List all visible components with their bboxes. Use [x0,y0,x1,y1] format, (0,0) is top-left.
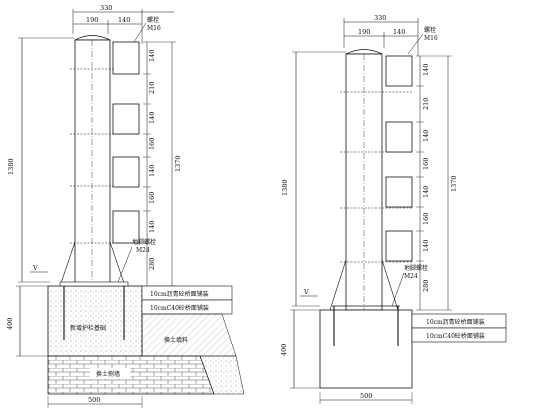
left-bolt-label: 螺栓 [147,16,159,24]
right-bolt-size: M16 [424,35,438,42]
left-rail-3 [112,156,140,188]
right-elevation: 330 190 140 螺栓 M16 1380 [280,14,507,404]
left-bottom-label: 换土侧墙 [96,370,120,378]
left-layer-concrete: 10cmC40砼桥面铺装 [150,304,209,312]
right-dim-overall-height: 1380 [281,179,289,196]
left-bolt-size: M16 [147,25,161,32]
right-layer-asphalt: 10cm沥青砼桥面铺装 [426,318,485,326]
left-post [59,35,140,287]
right-dim-top-a: 190 [358,28,370,36]
left-rails [112,41,140,244]
left-rail-2 [112,103,140,135]
left-deck-layers: 10cm沥青砼桥面铺装 10cmC40砼桥面铺装 换土填料 [141,285,237,357]
right-dim-post-height: 1370 [450,175,458,192]
left-spacing-6: 160 [148,192,156,204]
left-spacing-8: 280 [148,258,156,270]
left-dim-top-a: 190 [86,16,98,24]
left-section-mark: V [32,264,38,272]
left-spacing-4: 160 [148,138,156,150]
right-rail-3 [385,176,413,208]
left-dim-base-height: 400 [6,318,14,330]
left-rail-1 [112,41,140,75]
right-bolt-label: 螺栓 [424,26,436,34]
right-spacing-4: 160 [422,158,430,170]
right-base-dims: 400 500 [280,309,413,404]
right-spacing-3: 140 [422,130,430,142]
right-deck-layers: 10cm沥青砼桥面铺装 10cmC40砼桥面铺装 [411,313,507,343]
left-dim-base-width: 500 [88,396,100,404]
right-rail-2 [385,121,413,153]
left-backfill-label: 换土填料 [164,336,188,344]
right-anchor-bolt-size: M24 [404,273,418,280]
left-spacing-3: 140 [148,112,156,124]
right-spacing-6: 160 [422,213,430,225]
left-base-dims: 400 500 [6,285,143,408]
right-section-mark: V [303,288,309,296]
left-spacing-dims: 140 210 140 160 140 160 140 280 1370 [143,41,182,287]
left-top-dimensions: 330 190 140 [72,4,174,44]
left-elevation: 330 190 140 螺栓 M16 1380 [6,4,245,408]
right-spacing-7: 140 [422,240,430,252]
left-spacing-7: 140 [148,221,156,233]
left-dim-overall-height: 1380 [7,158,15,175]
right-dim-top-total: 330 [374,14,386,22]
left-dim-post-height: 1370 [174,155,182,172]
left-layer-asphalt: 10cm沥青砼桥面铺装 [150,290,209,298]
left-overall-height-dim: 1380 [7,37,75,283]
right-spacing-2: 210 [422,98,430,110]
right-layer-concrete: 10cmC40砼桥面铺装 [426,332,485,340]
left-spacing-1: 140 [148,50,156,62]
right-rails [385,55,413,262]
left-foundation: 新增护栏基础 [47,281,143,357]
left-anchor-bolt-size: M24 [136,247,150,254]
left-bottom-wall: 换土侧墙 [47,355,245,395]
right-dim-base-height: 400 [280,344,288,356]
right-spacing-8: 280 [422,280,430,292]
right-anchor-bolt-label: 地脚螺栓 [404,264,428,272]
right-spacing-1: 140 [422,64,430,76]
left-foundation-label: 新增护栏基础 [70,324,106,332]
right-overall-height-dim: 1380 [281,51,346,307]
left-rail-4 [112,210,140,244]
right-dim-top-b: 140 [393,28,405,36]
right-foundation [319,305,413,389]
left-anchor-bolt-label: 地脚螺栓 [132,238,156,246]
right-dim-base-width: 500 [360,392,372,400]
right-spacing-dims: 140 210 140 160 140 160 140 280 1370 [416,55,458,311]
left-spacing-2: 210 [148,82,156,94]
right-rail-4 [385,230,413,262]
right-spacing-5: 140 [422,186,430,198]
left-dim-top-total: 330 [100,4,112,12]
right-rail-1 [385,55,413,87]
right-top-dimensions: 330 190 140 [343,14,419,56]
left-dim-top-b: 140 [118,16,130,24]
left-spacing-5: 140 [148,165,156,177]
